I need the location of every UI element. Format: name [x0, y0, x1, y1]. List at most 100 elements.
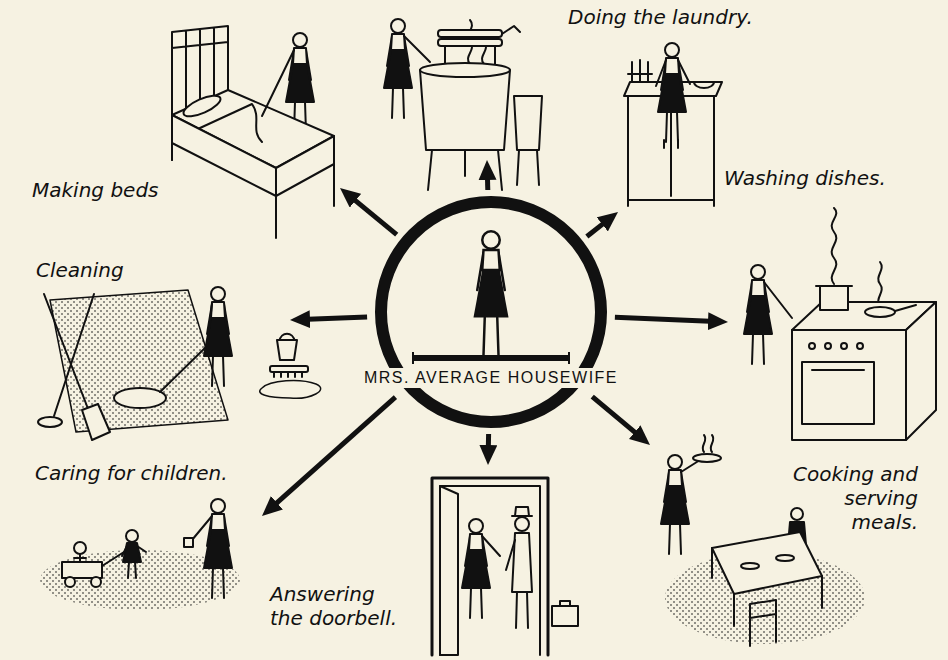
laundry-scene	[428, 150, 502, 190]
children-scene	[91, 577, 101, 587]
serving-scene	[712, 532, 822, 594]
stove-scene	[865, 307, 895, 317]
stove-scene	[878, 262, 881, 306]
dishes-scene	[658, 43, 686, 142]
scenes	[38, 19, 936, 655]
children-scene	[122, 546, 146, 578]
task-caption: Doing the laundry.	[568, 5, 753, 29]
stove-scene	[792, 330, 906, 440]
task-area: Answering the doorbell.	[265, 465, 565, 655]
cleaning-scene	[38, 287, 321, 440]
door-scene	[432, 478, 548, 655]
housewife-figure	[413, 355, 569, 361]
laundry-scene	[384, 19, 412, 118]
stove-scene	[744, 208, 936, 440]
task-area: Cooking and serving meals.	[650, 250, 940, 655]
serving-scene	[750, 600, 776, 646]
task-caption: Caring for children.	[35, 461, 228, 485]
serving-scene	[791, 508, 803, 520]
radiating-arrow	[615, 317, 710, 321]
cleaning-scene	[50, 290, 228, 432]
housewife-figure	[413, 352, 569, 364]
stove-scene	[906, 302, 936, 440]
radiating-arrow	[308, 317, 367, 319]
task-caption: Cleaning	[36, 258, 124, 282]
door-scene	[440, 486, 458, 655]
laundry-scene	[384, 19, 542, 190]
stove-scene	[857, 343, 863, 349]
dishes-scene	[694, 82, 714, 88]
task-area: Doing the laundry.	[370, 2, 790, 160]
stove-scene	[744, 265, 772, 364]
task-caption: Answering the doorbell.	[270, 582, 406, 630]
children-scene	[102, 552, 124, 566]
laundry-scene	[404, 36, 430, 62]
task-area: Caring for children.	[30, 458, 262, 615]
children-scene	[192, 516, 212, 540]
stove-scene	[809, 343, 815, 349]
serving-scene	[741, 563, 759, 569]
bed-scene	[262, 50, 294, 116]
bed-scene	[172, 143, 334, 238]
bed-scene	[181, 91, 223, 120]
cleaning-scene	[260, 381, 321, 399]
radiating-arrow	[587, 223, 604, 236]
cleaning-scene	[54, 294, 94, 416]
dishes-scene	[628, 60, 652, 82]
dishes-scene	[624, 43, 722, 206]
stove-scene	[764, 282, 792, 318]
bed-scene	[200, 104, 262, 142]
cleaning-scene	[207, 304, 212, 346]
stove-scene	[816, 285, 852, 287]
serving-scene	[712, 548, 822, 626]
dishes-scene	[628, 200, 714, 206]
laundry-scene	[502, 26, 520, 34]
door-scene	[560, 601, 570, 606]
radiating-arrow	[485, 178, 490, 190]
children-scene	[40, 499, 240, 610]
task-caption: Washing dishes.	[724, 166, 886, 190]
cleaning-scene	[38, 417, 62, 427]
stove-scene	[802, 362, 874, 424]
center-label: MRS. AVERAGE HOUSEWIFE	[360, 368, 622, 388]
stove-scene	[820, 286, 848, 310]
door-scene	[432, 478, 578, 655]
door-scene	[462, 519, 490, 618]
door-scene	[552, 606, 578, 626]
cleaning-scene	[82, 404, 110, 440]
children-scene	[126, 530, 138, 542]
serving-scene	[776, 555, 794, 561]
cleaning-scene	[114, 388, 166, 408]
bed-scene	[276, 136, 334, 196]
stove-scene	[895, 305, 916, 311]
dishes-scene	[656, 60, 690, 86]
radiating-arrow	[275, 397, 395, 504]
cleaning-scene	[277, 340, 297, 360]
task-area: Making beds	[30, 22, 340, 248]
task-caption: Making beds	[32, 178, 159, 202]
children-scene	[65, 577, 75, 587]
door-scene	[482, 536, 500, 556]
children-scene	[74, 542, 86, 554]
bed-scene	[172, 115, 276, 196]
cleaning-scene	[204, 287, 232, 386]
cleaning-scene	[160, 346, 207, 392]
radiating-arrow	[486, 434, 491, 447]
radiating-arrow	[592, 397, 636, 434]
laundry-scene	[438, 30, 502, 37]
laundry-scene	[420, 70, 510, 150]
serving-scene	[693, 454, 721, 462]
door-scene	[515, 517, 529, 531]
children-scene	[184, 538, 193, 547]
children-scene	[204, 499, 232, 598]
cleaning-scene	[274, 372, 302, 377]
laundry-scene	[517, 150, 539, 185]
door-scene	[512, 507, 532, 516]
door-scene	[506, 540, 528, 628]
children-scene	[62, 562, 102, 578]
serving-scene	[703, 435, 714, 452]
housewife-circle: MRS. AVERAGE HOUSEWIFE	[341, 192, 641, 432]
